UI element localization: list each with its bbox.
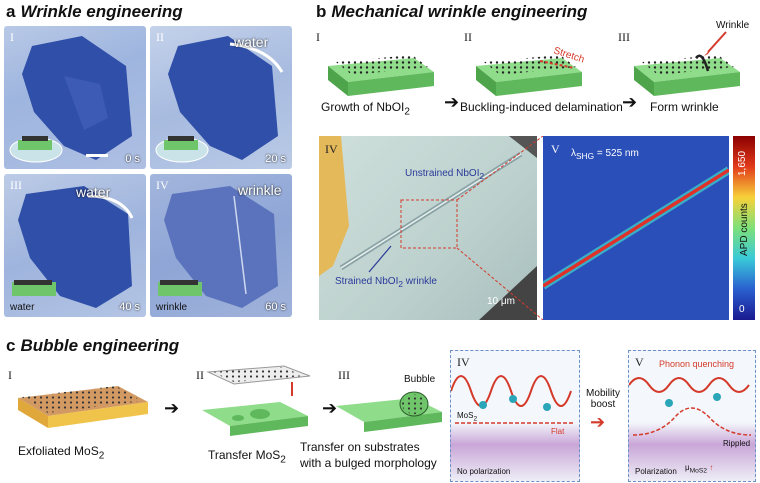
- step-caption: Form wrinkle: [650, 100, 719, 114]
- micro-roman: IV: [325, 142, 338, 156]
- frame-roman: IV: [156, 178, 169, 192]
- arrow-right-icon: ➔: [322, 398, 338, 418]
- step-caption: Exfoliated MoS2: [18, 444, 105, 462]
- rippled-wave: [629, 377, 752, 436]
- flake-shape: [168, 36, 284, 160]
- step-caption-line1: Transfer on substrates: [300, 440, 420, 454]
- mobility-label: μMoS2 ↑: [685, 463, 714, 475]
- dish-inset: [155, 136, 209, 163]
- step-caption: Growth of NbOI2: [321, 100, 410, 118]
- step-roman: I: [8, 368, 12, 382]
- flake-shape: [164, 186, 278, 308]
- sample-inset: [158, 280, 202, 296]
- lambda-label: λSHG = 525 nm: [571, 148, 639, 161]
- nbo-slab-ii: [476, 55, 582, 96]
- mos2-slab: [18, 386, 148, 428]
- colorbar-label: APD counts: [739, 203, 750, 256]
- frame-ii-photo: II water 20 s: [150, 26, 292, 169]
- frame-i-photo: I 0 s: [4, 26, 146, 169]
- no-polarization-label: No polarization: [457, 467, 511, 476]
- step-roman: III: [618, 30, 630, 44]
- inset-label: wrinkle: [156, 302, 188, 313]
- nbo-slab-iii: [634, 54, 740, 96]
- frame-iii-photo: III water 40 s water: [4, 174, 146, 317]
- zoom-lines: [456, 136, 544, 320]
- scheme-roman: V: [635, 355, 644, 369]
- flake-shape: [22, 36, 132, 160]
- micrograph-iv: IV Unstrained NbOI2 Strained NbOI2 wrink…: [319, 136, 537, 320]
- colorbar-min: 0: [739, 304, 745, 315]
- water-label: water: [234, 34, 269, 50]
- colorbar-max: 1,650: [737, 150, 748, 176]
- arrow-right-icon: ➔: [164, 398, 180, 418]
- frame-roman: II: [156, 30, 164, 44]
- scheme-roman: IV: [457, 355, 470, 369]
- step-roman: II: [196, 368, 204, 382]
- step-roman: III: [338, 368, 350, 382]
- scheme-v: V Phonon quenching Rippled Polarization …: [628, 350, 756, 482]
- frame-time: 40 s: [119, 301, 140, 313]
- step-caption: Transfer MoS2: [208, 448, 286, 466]
- frame-time: 0 s: [125, 153, 140, 165]
- frame-roman: III: [10, 178, 22, 192]
- arrow-right-icon: ➔: [444, 92, 460, 112]
- strained-label: Strained NbOI2 wrinkle: [335, 276, 437, 289]
- scale-bar: [86, 154, 108, 157]
- step-roman: I: [316, 30, 320, 44]
- arrow-right-icon: ➔: [590, 412, 606, 432]
- map-roman: V: [551, 142, 560, 156]
- phonon-quenching-label: Phonon quenching: [659, 359, 735, 369]
- nbo-slab-i: [328, 55, 434, 96]
- phonon-wave: [451, 375, 575, 424]
- frame-time: 20 s: [265, 153, 286, 165]
- flake-shape: [18, 186, 134, 308]
- bubble-scheme: [336, 391, 442, 432]
- step-caption-line2: with a bulged morphology: [300, 456, 437, 470]
- frame-roman: I: [10, 30, 14, 44]
- wrinkle-label: wrinkle: [238, 182, 282, 198]
- transfer-scheme: [202, 365, 311, 436]
- arrow-right-icon: ➔: [622, 92, 638, 112]
- scale-label: 10 μm: [487, 296, 515, 307]
- dish-inset: [9, 136, 63, 163]
- sample-inset: [12, 280, 56, 296]
- flat-label: Flat: [551, 427, 565, 436]
- frame-iv-photo: IV wrinkle 60 s wrinkle: [150, 174, 292, 317]
- frame-time: 60 s: [265, 301, 286, 313]
- wrinkle-annot: Wrinkle: [716, 20, 750, 31]
- scheme-iv: IV MoS2 Flat No polarization: [450, 350, 580, 482]
- step-caption: Buckling-induced delamination: [460, 100, 623, 114]
- bubble-annot: Bubble: [404, 374, 436, 385]
- mos2-label: MoS2: [457, 411, 478, 423]
- water-label: water: [76, 184, 111, 200]
- unstrained-label: Unstrained NbOI2: [405, 168, 485, 181]
- rippled-label: Rippled: [723, 439, 751, 448]
- shg-stripe: [543, 166, 729, 290]
- polarization-label: Polarization: [635, 467, 677, 476]
- micrograph-features: [319, 136, 537, 320]
- arrow-pointer-icon: [704, 31, 727, 56]
- step-roman: II: [464, 30, 472, 44]
- inset-label: water: [10, 302, 35, 313]
- shg-map-v: V λSHG = 525 nm: [543, 136, 729, 320]
- colorbar: [733, 136, 755, 320]
